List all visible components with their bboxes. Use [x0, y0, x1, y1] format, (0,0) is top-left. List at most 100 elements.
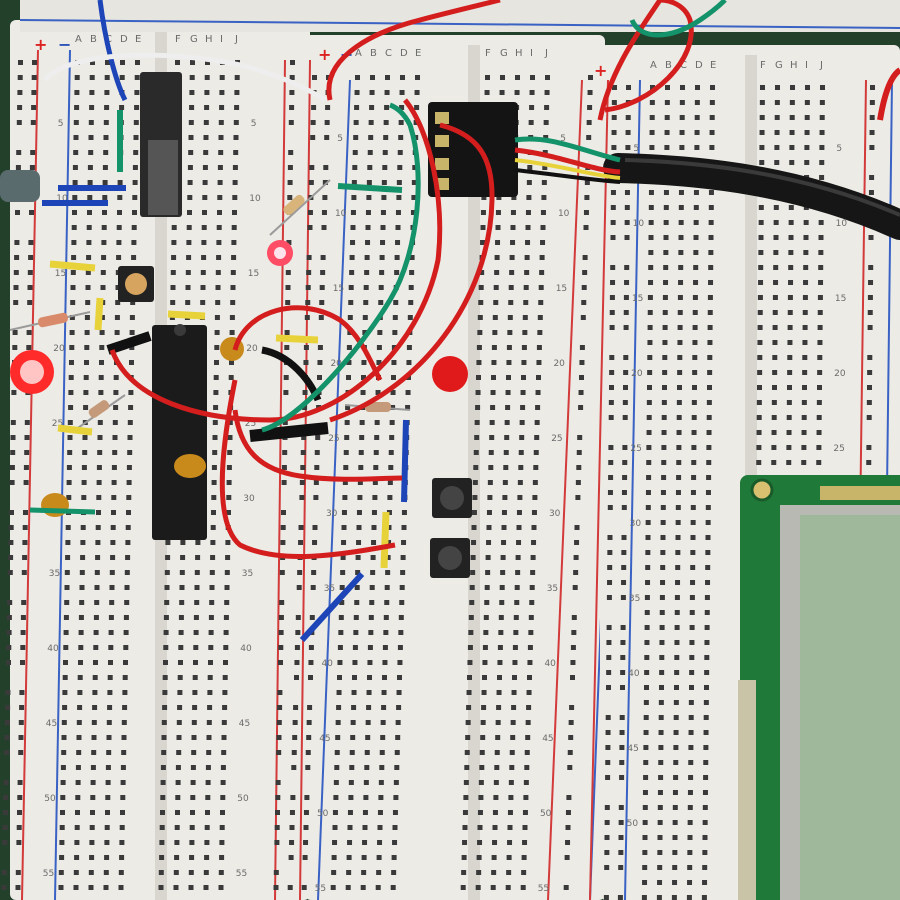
hole — [644, 595, 650, 600]
rail-hole — [623, 385, 628, 390]
hole — [203, 135, 209, 140]
hole — [477, 825, 483, 830]
hole — [702, 835, 708, 840]
hole — [64, 600, 70, 605]
hole — [223, 645, 229, 650]
hole — [644, 610, 650, 615]
rail-hole — [309, 165, 315, 170]
rail-hole — [293, 705, 299, 710]
header-pin — [435, 112, 449, 124]
hole — [124, 585, 130, 590]
hole — [75, 780, 81, 785]
hole — [223, 615, 229, 620]
hole — [691, 460, 697, 465]
hole — [370, 555, 376, 560]
rail-hole — [299, 495, 305, 500]
hole — [464, 765, 470, 770]
hole — [230, 300, 236, 305]
hole — [692, 355, 698, 360]
hole — [679, 145, 685, 150]
hole — [534, 420, 540, 425]
hole — [379, 765, 385, 770]
rail-hole — [16, 120, 22, 125]
rail-hole — [622, 475, 628, 480]
rail-hole — [565, 825, 571, 830]
hole — [804, 160, 810, 165]
rail-hole — [620, 640, 626, 645]
hole — [211, 510, 216, 515]
hole — [90, 780, 96, 785]
hole — [356, 525, 362, 530]
hole — [203, 150, 209, 155]
hole — [121, 750, 127, 755]
rail-hole — [583, 225, 589, 230]
rail-hole — [20, 615, 26, 620]
hole — [353, 135, 359, 140]
hole — [786, 460, 792, 465]
hole — [520, 390, 526, 395]
column-label: I — [220, 34, 223, 45]
hole — [134, 105, 140, 110]
hole — [642, 850, 648, 855]
rail-hole — [284, 345, 290, 350]
hole — [660, 490, 666, 495]
rail-hole — [866, 400, 872, 405]
row-number: 20 — [53, 344, 65, 354]
hole — [689, 595, 695, 600]
wire-green — [514, 136, 621, 163]
hole — [68, 405, 74, 410]
hole — [90, 795, 96, 800]
hole — [774, 115, 780, 120]
hole — [383, 615, 389, 620]
hole — [344, 435, 350, 440]
hole — [72, 210, 77, 215]
row-number: 10 — [633, 219, 645, 229]
hole — [119, 825, 125, 830]
hole — [787, 310, 793, 315]
hole — [819, 130, 825, 135]
rail-hole — [312, 525, 318, 530]
hole — [380, 735, 386, 740]
hole — [376, 870, 382, 875]
rail-hole — [867, 295, 873, 300]
hole — [381, 690, 387, 695]
led-red-large-glow — [20, 360, 44, 384]
rail-hole — [625, 115, 631, 120]
hole — [59, 840, 65, 845]
hole — [643, 730, 649, 735]
rail-hole — [278, 660, 283, 665]
rail-hole — [609, 355, 615, 360]
hole — [341, 510, 347, 515]
hole — [116, 240, 122, 245]
rail-hole — [568, 720, 574, 725]
rail-hole — [620, 655, 626, 660]
hole — [133, 150, 139, 155]
hole — [492, 810, 498, 815]
hole — [536, 345, 542, 350]
hole — [659, 595, 665, 600]
hole — [203, 120, 209, 125]
hole — [359, 420, 365, 425]
row-number: 5 — [337, 134, 343, 144]
hole — [217, 180, 223, 185]
rail-hole — [306, 735, 312, 740]
hole — [218, 870, 224, 875]
hole — [644, 655, 650, 660]
hole — [376, 360, 382, 365]
hole — [509, 270, 515, 275]
column-label: C — [680, 60, 687, 71]
hole — [816, 430, 822, 435]
hole — [673, 745, 679, 750]
hole — [390, 390, 396, 395]
hole — [485, 75, 490, 80]
rail-hole — [292, 735, 298, 740]
hole — [523, 795, 529, 800]
hole — [647, 310, 653, 315]
rail-hole — [604, 805, 610, 810]
hole — [354, 90, 360, 95]
hole — [787, 370, 793, 375]
hole — [530, 570, 536, 575]
rail-hole — [295, 630, 301, 635]
rail-hole — [27, 300, 33, 305]
hole — [673, 715, 679, 720]
